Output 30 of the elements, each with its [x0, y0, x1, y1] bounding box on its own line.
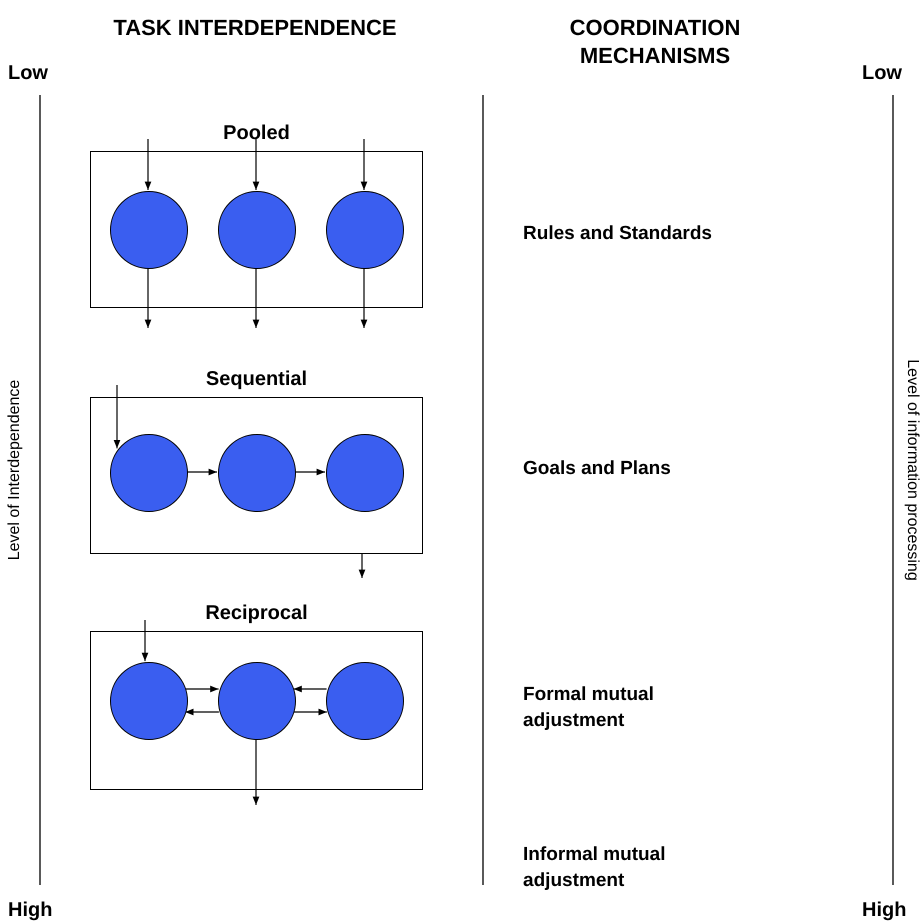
arrow [293, 708, 327, 716]
arrow [360, 268, 368, 328]
arrow [358, 554, 366, 578]
arrow [144, 268, 152, 328]
scale-label: Low [862, 62, 902, 84]
scale-label: Low [8, 62, 48, 84]
column-heading: TASK INTERDEPENDENCE [113, 15, 397, 40]
group-heading: Reciprocal [205, 602, 308, 624]
arrow [252, 739, 260, 805]
mechanism-label: Informal mutual adjustment [523, 844, 666, 891]
arrow [360, 139, 368, 190]
arrow [185, 708, 219, 716]
group-heading: Pooled [223, 122, 290, 144]
group-heading: Sequential [206, 368, 308, 390]
arrow [142, 620, 148, 662]
arrow [252, 139, 260, 190]
arrow [144, 139, 152, 190]
mechanism-label: Rules and Standards [523, 223, 712, 244]
arrow [187, 468, 217, 476]
arrow [293, 686, 327, 692]
axis-label: Level of Interdependence [6, 380, 23, 560]
mechanism-label: Goals and Plans [523, 458, 671, 479]
mechanism-label: Formal mutual adjustment [523, 684, 654, 731]
scale-label: High [8, 899, 52, 921]
scale-label: High [862, 899, 906, 921]
arrow [252, 268, 260, 328]
column-heading: COORDINATION MECHANISMS [570, 15, 740, 68]
axis-label: Level of information processing [904, 359, 920, 581]
arrow [114, 385, 120, 448]
arrow [295, 468, 325, 476]
